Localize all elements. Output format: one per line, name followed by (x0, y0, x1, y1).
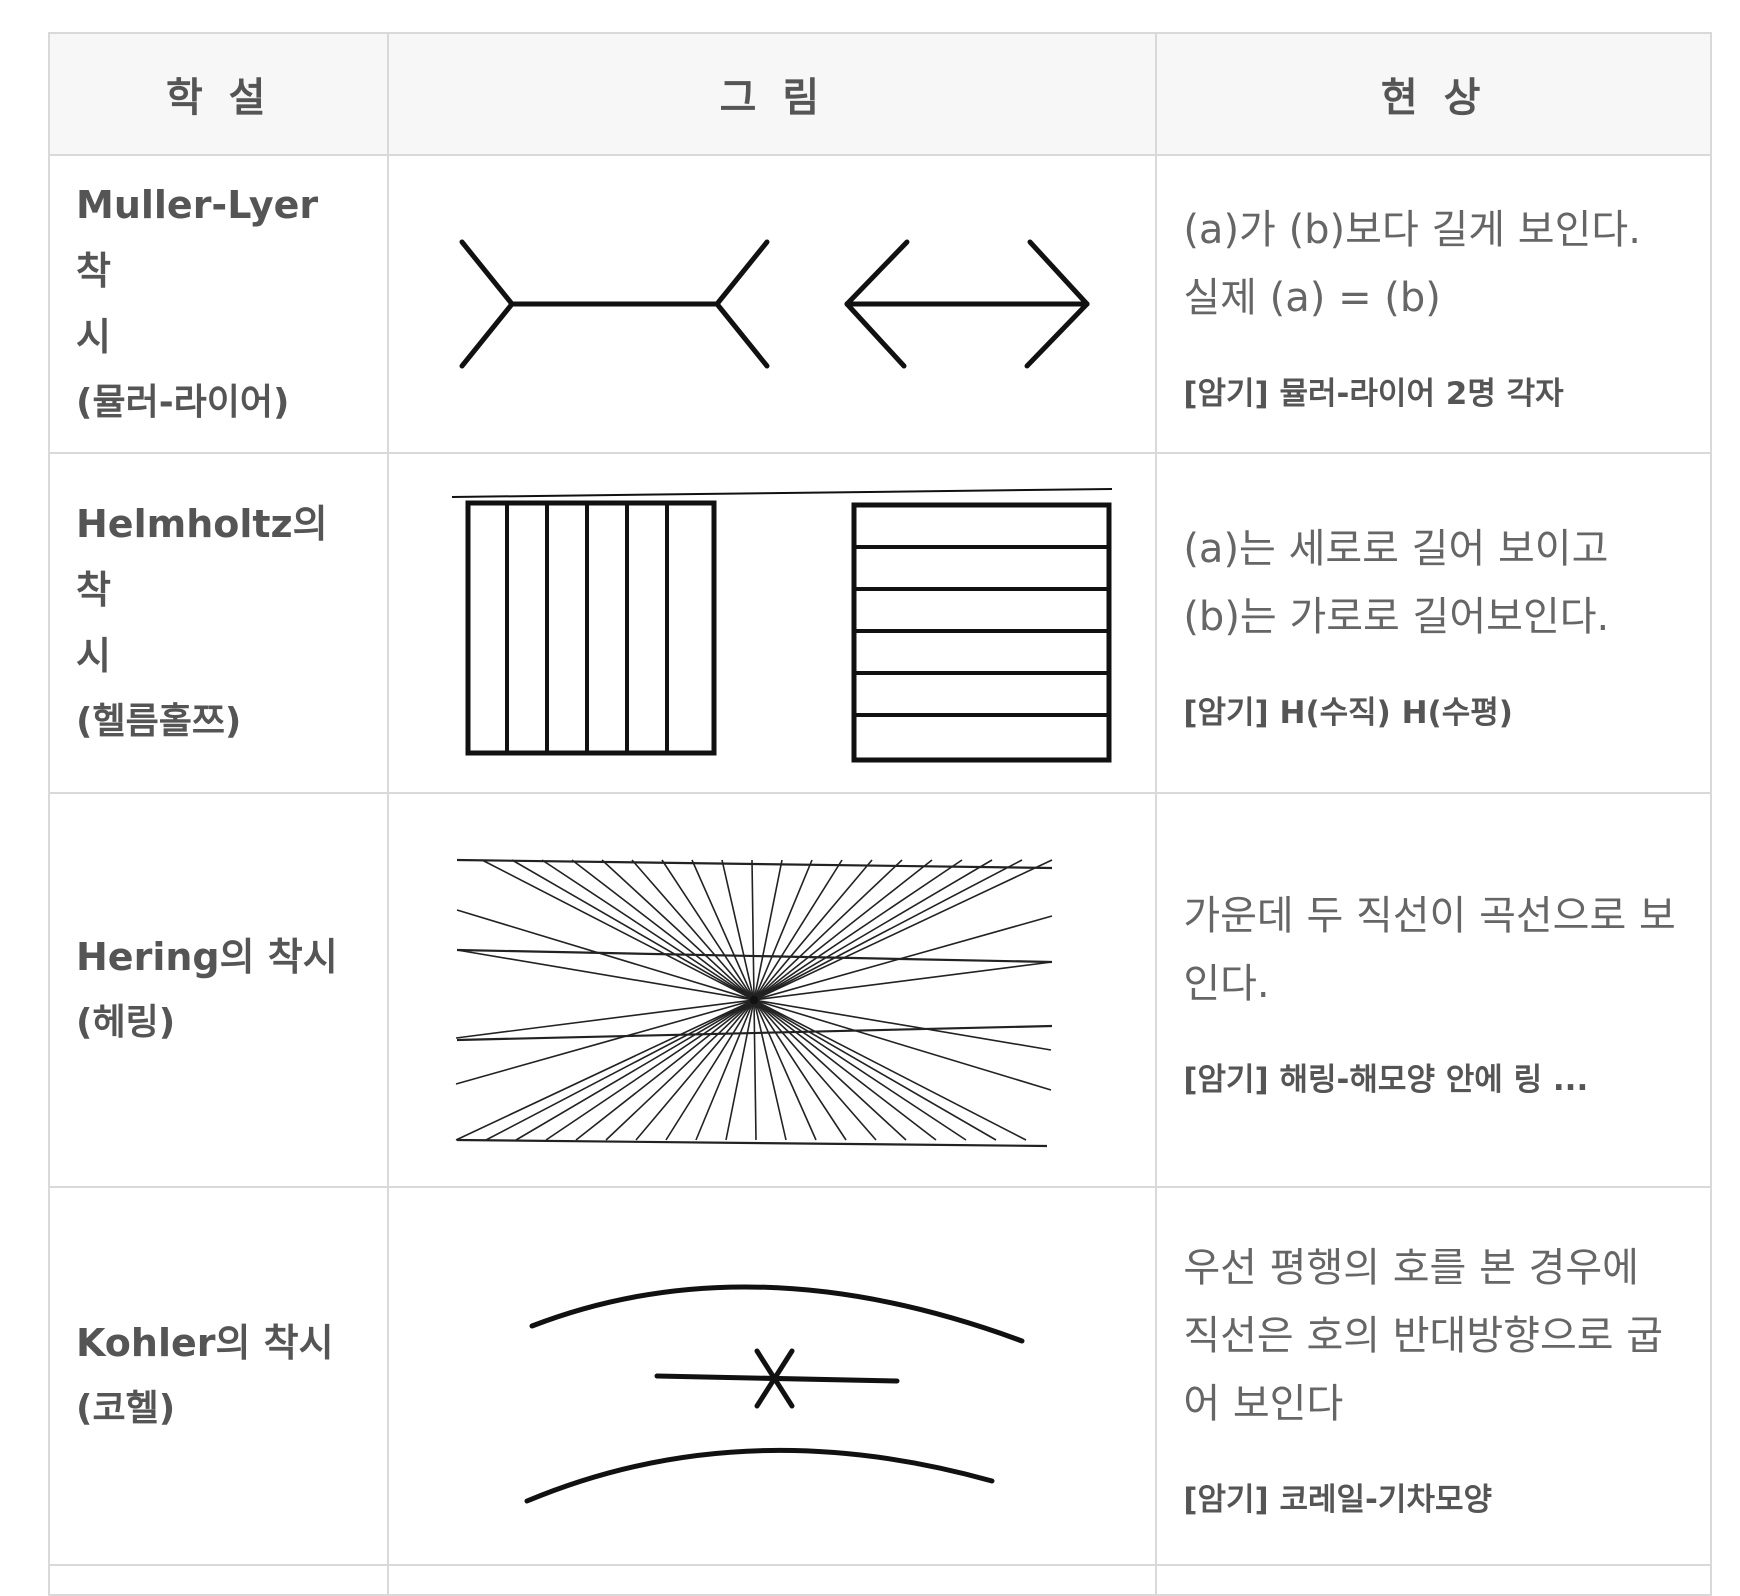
theory-name: Helmholtz의 착 (76, 502, 328, 612)
description-cell: (a)가 (b)보다 길게 보인다. 실제 (a) = (b) [암기] 뮬러-… (1155, 154, 1712, 454)
description-cell: 우선 평행의 호를 본 경우에 직선은 호의 반대방향으로 굽 어 보인다 [암… (1155, 1186, 1712, 1566)
kohler-figure (524, 1284, 1025, 1504)
theory-name-cont: 시 (76, 315, 111, 359)
phenomenon-text: (a)가 (b)보다 길게 보인다. 실제 (a) = (b) (1183, 206, 1641, 321)
illusion-table: 학 설 그 림 현 상 Muller-Lyer 착 시 (뮬러-라이어) (47, 32, 1712, 1596)
theory-korean: (뮬러-라이어) (76, 382, 290, 423)
muller-lyer-figure (459, 239, 1090, 369)
mnemonic-text: [암기] 해링-해모양 안에 링 ... (1183, 1061, 1589, 1098)
theory-korean: (코헬) (76, 1388, 176, 1429)
table-row: Hering의 착시 (헤링) 가운데 두 직선이 곡선으로 보 인다. [암기… (47, 792, 1712, 1188)
table-row (47, 1564, 1712, 1596)
helmholtz-figure (452, 488, 1113, 763)
theory-korean: (헤링) (76, 1002, 176, 1043)
description-cell: (a)는 세로로 길어 보이고 (b)는 가로로 길어보인다. [암기] H(수… (1155, 452, 1712, 794)
theory-name: Hering의 착시 (76, 935, 338, 979)
phenomenon-text: 우선 평행의 호를 본 경우에 직선은 호의 반대방향으로 굽 어 보인다 (1183, 1244, 1664, 1427)
description-cell: 가운데 두 직선이 곡선으로 보 인다. [암기] 해링-해모양 안에 링 ..… (1155, 792, 1712, 1188)
theory-name-cont: 시 (76, 634, 111, 678)
theory-korean: (헬름홀쯔) (76, 701, 242, 742)
phenomenon-text: (a)는 세로로 길어 보이고 (b)는 가로로 길어보인다. (1183, 525, 1610, 640)
table-header-row: 학 설 그 림 현 상 (47, 32, 1712, 156)
header-theory: 학 설 (47, 32, 390, 156)
header-phenomenon: 현 상 (1155, 32, 1712, 156)
figure-cell (387, 1186, 1158, 1566)
figure-cell (387, 452, 1158, 794)
empty-cell (1155, 1564, 1712, 1596)
figure-cell (387, 792, 1158, 1188)
hering-center (748, 994, 761, 1006)
theory-cell: Kohler의 착시 (코헬) (47, 1186, 390, 1566)
phenomenon-text: 가운데 두 직선이 곡선으로 보 인다. (1183, 892, 1676, 1007)
theory-name: Kohler의 착시 (76, 1321, 334, 1365)
empty-cell (387, 1564, 1158, 1596)
header-figure: 그 림 (387, 32, 1158, 156)
theory-cell: Helmholtz의 착 시 (헬름홀쯔) (47, 452, 390, 794)
table-row: Helmholtz의 착 시 (헬름홀쯔) (47, 452, 1712, 794)
mnemonic-text: [암기] H(수직) H(수평) (1183, 694, 1513, 731)
theory-name: Muller-Lyer 착 (76, 183, 319, 293)
theory-cell: Muller-Lyer 착 시 (뮬러-라이어) (47, 154, 390, 454)
hering-figure (456, 858, 1053, 1148)
mnemonic-text: [암기] 뮬러-라이어 2명 각자 (1183, 375, 1564, 412)
table-row: Kohler의 착시 (코헬) 우선 평행의 호를 본 경우에 직선은 호의 반… (47, 1186, 1712, 1566)
empty-cell (47, 1564, 390, 1596)
mnemonic-text: [암기] 코레일-기차모양 (1183, 1481, 1493, 1518)
figure-cell (387, 154, 1158, 454)
theory-cell: Hering의 착시 (헤링) (47, 792, 390, 1188)
table-row: Muller-Lyer 착 시 (뮬러-라이어) (47, 154, 1712, 454)
